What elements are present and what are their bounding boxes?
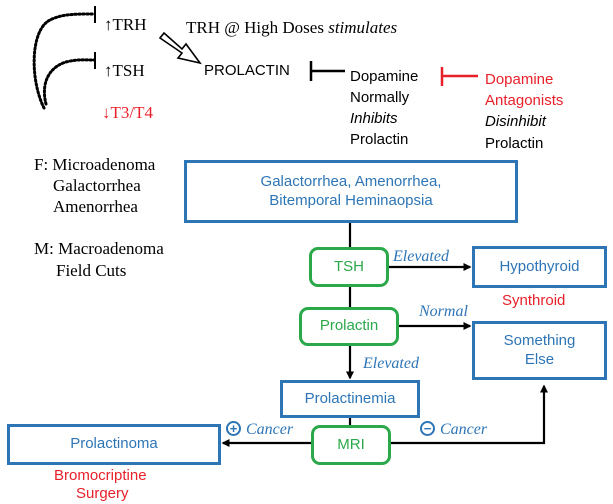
edge-label-cancer-negative: −Cancer — [420, 421, 487, 439]
trh-label: ↑TRH — [104, 15, 147, 34]
stimulate-arrow — [158, 31, 202, 65]
trh-high-dose-note: TRH @ High Doses stimulates — [186, 18, 398, 37]
male-note-line-2: Field Cuts — [56, 261, 127, 280]
prolactin-box: Prolactin — [299, 307, 399, 346]
edge-label-elevated-tsh: Elevated — [393, 248, 449, 265]
symptoms-line-1: Galactorrhea, Amenorrhea, — [260, 172, 442, 190]
male-note-line-1: M: Macroadenoma — [34, 239, 164, 258]
edge-label-normal: Normal — [419, 303, 468, 320]
antagonists-line-4: Prolactin — [485, 135, 544, 152]
surgery-label: Surgery — [76, 485, 129, 502]
mri-box: MRI — [311, 425, 391, 465]
antagonists-line-3: Disinhibit — [485, 113, 546, 130]
feedback-loop-curves — [32, 12, 96, 110]
dopamine-line-4: Prolactin — [350, 131, 409, 148]
plus-circle-icon: + — [226, 421, 241, 436]
synthroid-label: Synthroid — [502, 292, 566, 309]
curve-t3t4-to-trh — [32, 12, 96, 110]
symptoms-box: Galactorrhea, Amenorrhea,Bitemporal Hemi… — [184, 160, 518, 223]
bromocriptine-label: Bromocriptine — [54, 467, 147, 484]
tsh-label: ↑TSH — [104, 61, 145, 80]
tsh-box: TSH — [309, 247, 389, 287]
symptoms-line-2: Bitemporal Heminaopsia — [269, 191, 433, 209]
antagonists-line-2: Antagonists — [485, 92, 564, 109]
hypothyroid-box: Hypothyroid — [472, 246, 607, 288]
something-else-line-1: Something — [503, 331, 576, 349]
something-else-line-2: Else — [524, 350, 555, 368]
arrow-mri-to-something-else — [391, 384, 548, 445]
minus-circle-icon: − — [420, 421, 435, 436]
dopamine-line-3: Inhibits — [350, 110, 398, 127]
t3t4-label: ↓T3/T4 — [102, 103, 153, 122]
edge-label-cancer-positive: +Cancer — [226, 421, 293, 439]
dopamine-line-1: Dopamine — [350, 68, 419, 85]
female-note-line-2: Galactorrhea — [53, 176, 141, 195]
dopamine-line-2: Normally — [350, 89, 410, 106]
female-note-line-3: Amenorrhea — [53, 197, 138, 216]
curve-t3t4-to-tsh — [43, 58, 96, 106]
female-note-line-1: F: Microadenoma — [34, 155, 156, 174]
prolactin-label: PROLACTIN — [204, 62, 290, 79]
prolactinoma-box: Prolactinoma — [7, 424, 221, 465]
antagonists-line-1: Dopamine — [485, 71, 554, 88]
edge-label-elevated-prolactin: Elevated — [363, 355, 419, 372]
prolactinemia-box: Prolactinemia — [280, 380, 420, 418]
